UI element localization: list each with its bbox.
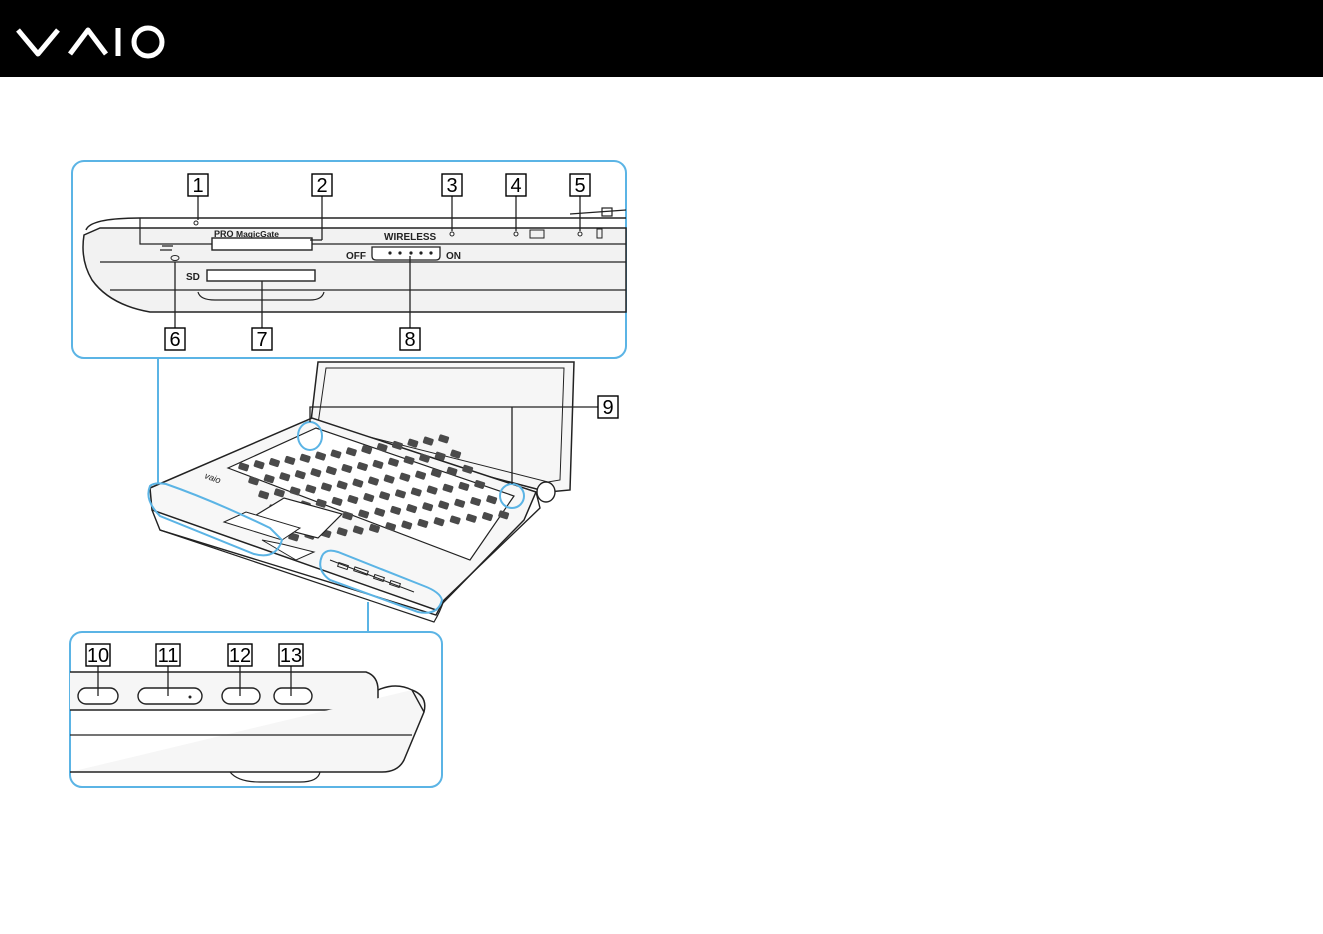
svg-text:5: 5 [574, 175, 585, 197]
callout-13: 13 [279, 644, 303, 667]
wireless-off-label: OFF [346, 251, 366, 262]
laptop-illustration: vaio [150, 362, 574, 622]
callout-2: 2 [312, 174, 332, 197]
callout-3: 3 [442, 174, 462, 197]
callout-4: 4 [506, 174, 526, 197]
svg-text:2: 2 [316, 175, 327, 197]
sd-label: SD [186, 272, 200, 283]
svg-text:1: 1 [192, 175, 203, 197]
callout-12: 12 [228, 644, 252, 667]
svg-text:4: 4 [510, 175, 521, 197]
svg-text:9: 9 [602, 397, 613, 419]
svg-text:11: 11 [158, 645, 179, 667]
magicgate-label: MagicGate [236, 229, 279, 239]
svg-text:12: 12 [229, 645, 251, 667]
svg-text:6: 6 [169, 329, 180, 351]
callout-10: 10 [86, 644, 110, 667]
pro-label: PRO [214, 229, 234, 239]
wireless-on-label: ON [446, 251, 461, 262]
callout-5: 5 [570, 174, 590, 197]
callout-8: 8 [400, 328, 420, 351]
svg-text:3: 3 [446, 175, 457, 197]
svg-text:10: 10 [87, 645, 109, 667]
svg-text:8: 8 [404, 329, 415, 351]
wireless-label: WIRELESS [384, 232, 437, 243]
callout-11: 11 [156, 644, 180, 667]
callout-6: 6 [165, 328, 185, 351]
callout-9: 9 [598, 396, 618, 419]
callout-1: 1 [188, 174, 208, 197]
svg-text:13: 13 [280, 645, 302, 667]
svg-text:7: 7 [256, 329, 267, 351]
callout-7: 7 [252, 328, 272, 351]
